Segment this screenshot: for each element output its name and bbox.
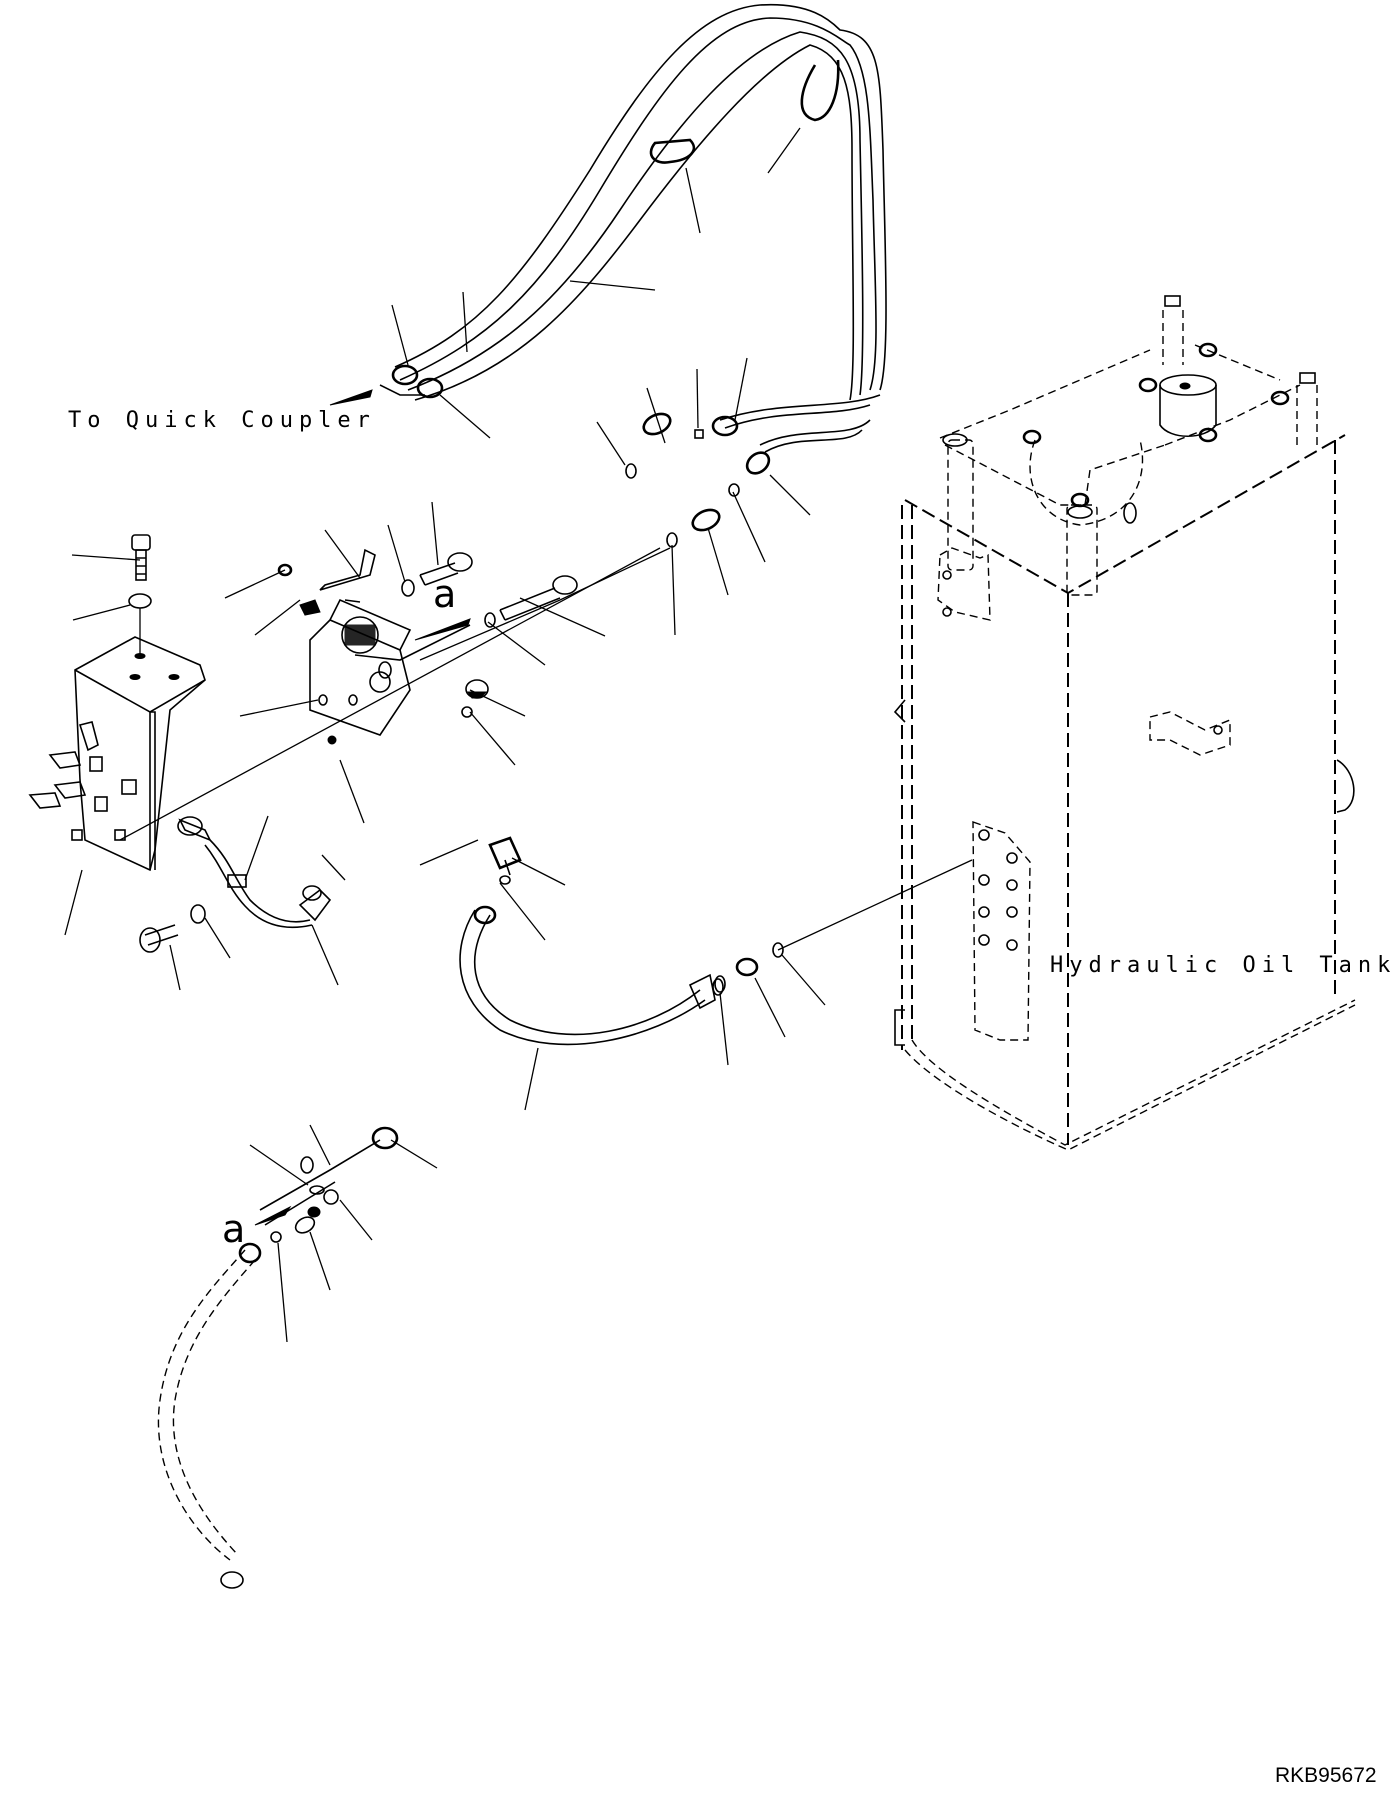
detail-marker-upper: a [433,572,457,616]
lower-drain-hose [157,1126,399,1589]
quick-coupler-hose-pair [379,3,887,453]
hydraulic-oil-tank [893,295,1356,1151]
alignment-line-2 [419,547,671,661]
detail-arrow-upper [414,618,471,641]
hose-clamp-upper [800,59,840,122]
hose-clamp-middle [649,138,696,164]
tank-return-hose [459,859,973,1046]
hose-fittings-right [625,412,771,548]
coupler-fitting-1 [391,364,419,386]
leader-lines [64,127,826,1343]
alignment-line-1 [119,547,661,841]
oil-tank-label: Hydraulic Oil Tank [1050,953,1393,978]
detail-arrow-lower [254,1205,292,1226]
drawing-number: RKB95672 [1275,1764,1377,1787]
quick-coupler-label: To Quick Coupler [68,408,376,433]
pressure-switch [488,836,522,885]
elbow-tube [139,816,332,953]
valve-block [299,548,471,745]
detail-marker-lower: a [222,1207,246,1251]
block-bolts [277,552,578,718]
coupler-fitting-2 [416,377,444,399]
quick-coupler-arrow [329,389,373,406]
mounting-bracket [28,534,206,872]
